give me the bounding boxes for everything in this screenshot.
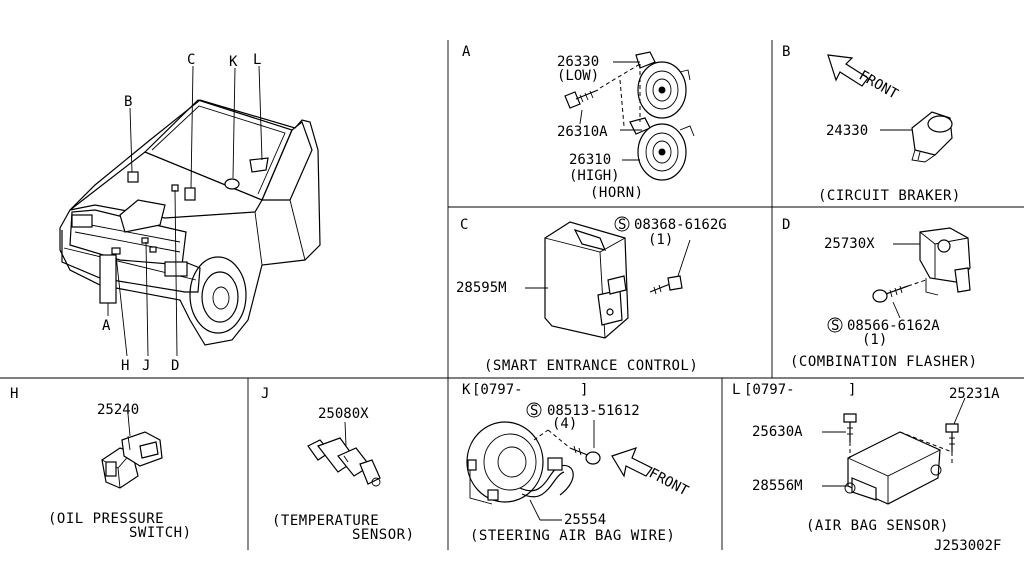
front-arrow-icon bbox=[827, 54, 869, 87]
section-j-temperature: J 25080X (TEMPERATURE SENSOR) bbox=[261, 386, 415, 543]
callout-c: C bbox=[187, 52, 195, 68]
part-24330: 24330 bbox=[826, 123, 868, 139]
section-b-circuit-breaker: B FRONT 24330 (CIRCUIT BRAKER) bbox=[782, 44, 961, 204]
bolt-25630a-drawing bbox=[843, 413, 857, 442]
overview-callouts: B C K L A H J D bbox=[102, 52, 261, 374]
section-d-caption: (COMBINATION FLASHER) bbox=[790, 354, 978, 370]
section-l-date-code: [0797- bbox=[744, 382, 795, 398]
callout-k: K bbox=[229, 54, 238, 70]
direction-front-k: FRONT bbox=[646, 465, 691, 499]
callout-a: A bbox=[102, 318, 111, 334]
section-l-airbag-sensor: L [0797- ] 25231A 25630A bbox=[732, 382, 1000, 534]
temperature-sensor-drawing bbox=[307, 437, 381, 487]
screw-08513-drawing bbox=[569, 445, 601, 465]
section-a-horn: A bbox=[462, 44, 695, 201]
part-25240: 25240 bbox=[97, 402, 139, 418]
control-unit-drawing bbox=[544, 221, 629, 339]
section-b-caption: (CIRCUIT BRAKER) bbox=[818, 188, 961, 204]
part-25730x: 25730X bbox=[824, 236, 875, 252]
section-c-caption: (SMART ENTRANCE CONTROL) bbox=[484, 358, 698, 374]
section-l-letter: L bbox=[732, 382, 740, 398]
section-d-combination-flasher: D S 25730X 08566-6162A (1) (COMBINATION … bbox=[782, 217, 978, 370]
section-l-date-close: ] bbox=[848, 382, 856, 398]
callout-l: L bbox=[253, 52, 261, 68]
callout-d: D bbox=[171, 358, 179, 374]
vehicle-overview-drawing bbox=[59, 99, 321, 346]
section-a-caption: (HORN) bbox=[590, 185, 644, 201]
airbag-sensor-drawing bbox=[844, 431, 942, 505]
part-08513-qty: (4) bbox=[552, 416, 577, 432]
part-25231a: 25231A bbox=[949, 386, 1000, 402]
section-d-letter: D bbox=[782, 217, 790, 233]
section-b-letter: B bbox=[782, 44, 790, 60]
grid-lines bbox=[0, 40, 1024, 550]
part-08566-qty: (1) bbox=[862, 332, 887, 348]
flasher-drawing bbox=[919, 227, 971, 296]
part-08513-51612: 08513-51612 bbox=[547, 403, 640, 419]
part-25630a: 25630A bbox=[752, 424, 803, 440]
callout-j: J bbox=[142, 358, 150, 374]
screw-08566-drawing bbox=[872, 285, 909, 303]
horn-high-drawing bbox=[629, 117, 695, 181]
part-26310a: 26310A bbox=[557, 124, 608, 140]
section-l-caption: (AIR BAG SENSOR) bbox=[806, 518, 949, 534]
section-k-date-code: [0797- bbox=[472, 382, 523, 398]
svg-text:S: S bbox=[618, 217, 626, 233]
part-08566-6162a: 08566-6162A bbox=[847, 318, 940, 334]
section-k-steering-airbag: K [0797- ] FRONT S 085 bbox=[462, 382, 691, 544]
bolt-26310a-drawing bbox=[564, 89, 599, 109]
direction-front-b: FRONT bbox=[856, 68, 901, 103]
section-h-letter: H bbox=[10, 386, 18, 402]
section-h-oil-pressure: H 25240 (OIL PRESSURE SWITCH) bbox=[10, 386, 192, 541]
section-k-caption: (STEERING AIR BAG WIRE) bbox=[470, 528, 675, 544]
section-c-letter: C bbox=[460, 217, 468, 233]
section-k-letter: K bbox=[462, 382, 471, 398]
screw-08368-drawing bbox=[649, 275, 683, 295]
section-j-caption-1: (TEMPERATURE bbox=[272, 513, 379, 529]
part-25080x: 25080X bbox=[318, 406, 369, 422]
section-a-letter: A bbox=[462, 44, 471, 60]
callout-b: B bbox=[124, 94, 132, 110]
part-26310: 26310 bbox=[569, 152, 611, 168]
callout-h: H bbox=[121, 358, 129, 374]
part-28595m: 28595M bbox=[456, 280, 507, 296]
circuit-breaker-drawing bbox=[911, 111, 953, 163]
part-26330-note: (LOW) bbox=[557, 68, 599, 84]
part-26330: 26330 bbox=[557, 54, 599, 70]
horn-low-drawing bbox=[635, 51, 691, 119]
bolt-25231a-drawing bbox=[945, 423, 959, 452]
overview-leaders bbox=[107, 65, 263, 357]
part-28556m: 28556M bbox=[752, 478, 803, 494]
section-h-caption-1: (OIL PRESSURE bbox=[48, 511, 164, 527]
section-j-caption-2: SENSOR) bbox=[352, 527, 415, 543]
svg-text:S: S bbox=[831, 318, 839, 334]
section-k-date-close: ] bbox=[580, 382, 588, 398]
part-25554: 25554 bbox=[564, 512, 606, 528]
oil-pressure-switch-drawing bbox=[101, 431, 163, 489]
part-08368-6162g: 08368-6162G bbox=[634, 217, 727, 233]
svg-text:S: S bbox=[530, 403, 538, 419]
part-26310-note: (HIGH) bbox=[569, 168, 620, 184]
diagram-id: J253002F bbox=[934, 538, 1001, 554]
section-h-caption-2: SWITCH) bbox=[129, 525, 192, 541]
section-c-smart-entrance: C S 08368-6162G (1) 28595M (SMART ENTRAN… bbox=[456, 216, 727, 374]
part-08368-qty: (1) bbox=[648, 232, 673, 248]
front-arrow-k-icon bbox=[611, 447, 653, 478]
section-j-letter: J bbox=[261, 386, 269, 402]
clock-spring-drawing bbox=[466, 421, 574, 505]
